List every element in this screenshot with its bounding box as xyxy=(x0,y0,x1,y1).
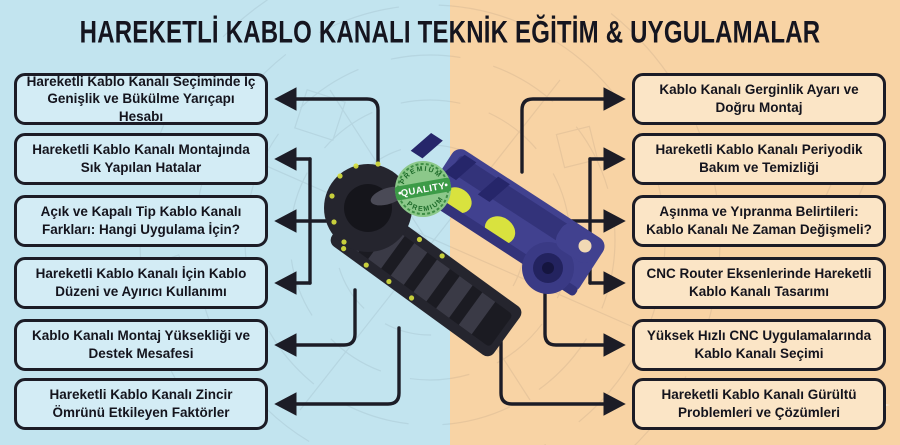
topic-box-left-5: Kablo Kanalı Montaj Yüksekliği ve Destek… xyxy=(14,319,268,371)
topic-label: Kablo Kanalı Montaj Yüksekliği ve Destek… xyxy=(31,328,251,361)
topic-box-left-3: Açık ve Kapalı Tip Kablo Kanalı Farkları… xyxy=(14,195,268,247)
topic-box-left-2: Hareketli Kablo Kanalı Montajında Sık Ya… xyxy=(14,133,268,185)
topic-box-left-6: Hareketli Kablo Kanalı Zincir Ömrünü Etk… xyxy=(14,378,268,430)
topic-box-right-5: Yüksek Hızlı CNC Uygulamalarında Kablo K… xyxy=(632,319,886,371)
topic-box-right-4: CNC Router Eksenlerinde Hareketli Kablo … xyxy=(632,257,886,309)
premium-quality-badge: PREMIUM PREMIUM QUALITY xyxy=(394,161,452,217)
topic-label: Hareketli Kablo Kanalı Zincir Ömrünü Etk… xyxy=(49,387,233,420)
topic-label: Aşınma ve Yıpranma Belirtileri: Kablo Ka… xyxy=(646,204,872,237)
topic-label: Hareketli Kablo Kanalı Periyodik Bakım v… xyxy=(655,142,863,175)
topic-label: Kablo Kanalı Gerginlik Ayarı ve Doğru Mo… xyxy=(659,82,859,115)
topic-label: Hareketli Kablo Kanalı İçin Kablo Düzeni… xyxy=(35,266,247,299)
topic-label: Hareketli Kablo Kanalı Montajında Sık Ya… xyxy=(32,142,250,175)
topic-box-right-1: Kablo Kanalı Gerginlik Ayarı ve Doğru Mo… xyxy=(632,73,886,125)
topic-box-right-3: Aşınma ve Yıpranma Belirtileri: Kablo Ka… xyxy=(632,195,886,247)
topic-box-left-4: Hareketli Kablo Kanalı İçin Kablo Düzeni… xyxy=(14,257,268,309)
connectors-right xyxy=(499,87,626,416)
topic-label: CNC Router Eksenlerinde Hareketli Kablo … xyxy=(646,266,872,299)
connectors-left xyxy=(274,87,401,416)
cable-chain-black-image xyxy=(324,161,522,357)
topic-label: Yüksek Hızlı CNC Uygulamalarında Kablo K… xyxy=(646,328,872,361)
topic-label: Açık ve Kapalı Tip Kablo Kanalı Farkları… xyxy=(40,204,242,237)
cable-chain-blue-image xyxy=(410,133,605,296)
topic-label: Hareketli Kablo Kanalı Seçiminde İç Geni… xyxy=(26,73,256,124)
page-title: HAREKETLİ KABLO KANALI TEKNİK EĞİTİM & U… xyxy=(79,15,821,51)
topic-label: Hareketli Kablo Kanalı Gürültü Problemle… xyxy=(661,387,857,420)
topic-box-right-6: Hareketli Kablo Kanalı Gürültü Problemle… xyxy=(632,378,886,430)
topic-box-right-2: Hareketli Kablo Kanalı Periyodik Bakım v… xyxy=(632,133,886,185)
topic-box-left-1: Hareketli Kablo Kanalı Seçiminde İç Geni… xyxy=(14,73,268,125)
